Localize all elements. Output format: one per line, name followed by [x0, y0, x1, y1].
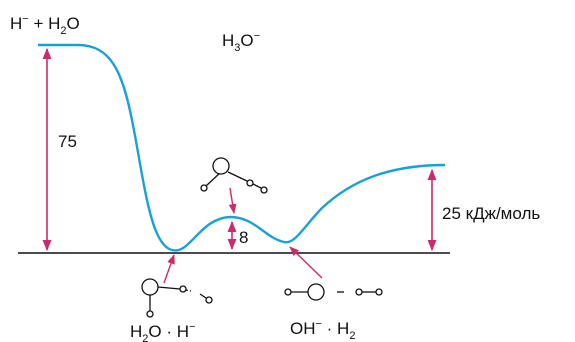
left-complex-label: H2O · H−: [130, 321, 195, 342]
right-complex-label: OH− · H2: [290, 318, 355, 342]
transition-molecule-icon: [200, 157, 268, 194]
pointer-transition: [228, 187, 237, 214]
transition-label: H3O−: [222, 30, 260, 54]
barrier-75-label: 75: [58, 132, 77, 151]
barrier-8-label: 8: [239, 228, 248, 247]
pointer-right-complex: [289, 246, 323, 279]
reactants-label: H− + H2O: [10, 13, 80, 37]
energy-curve: [38, 43, 446, 252]
right-complex-molecule-icon: [284, 283, 383, 301]
left-complex-molecule-icon: [141, 278, 213, 318]
barrier-25-label: 25 кДж/моль: [442, 204, 540, 223]
pointer-left-complex: [163, 254, 175, 284]
